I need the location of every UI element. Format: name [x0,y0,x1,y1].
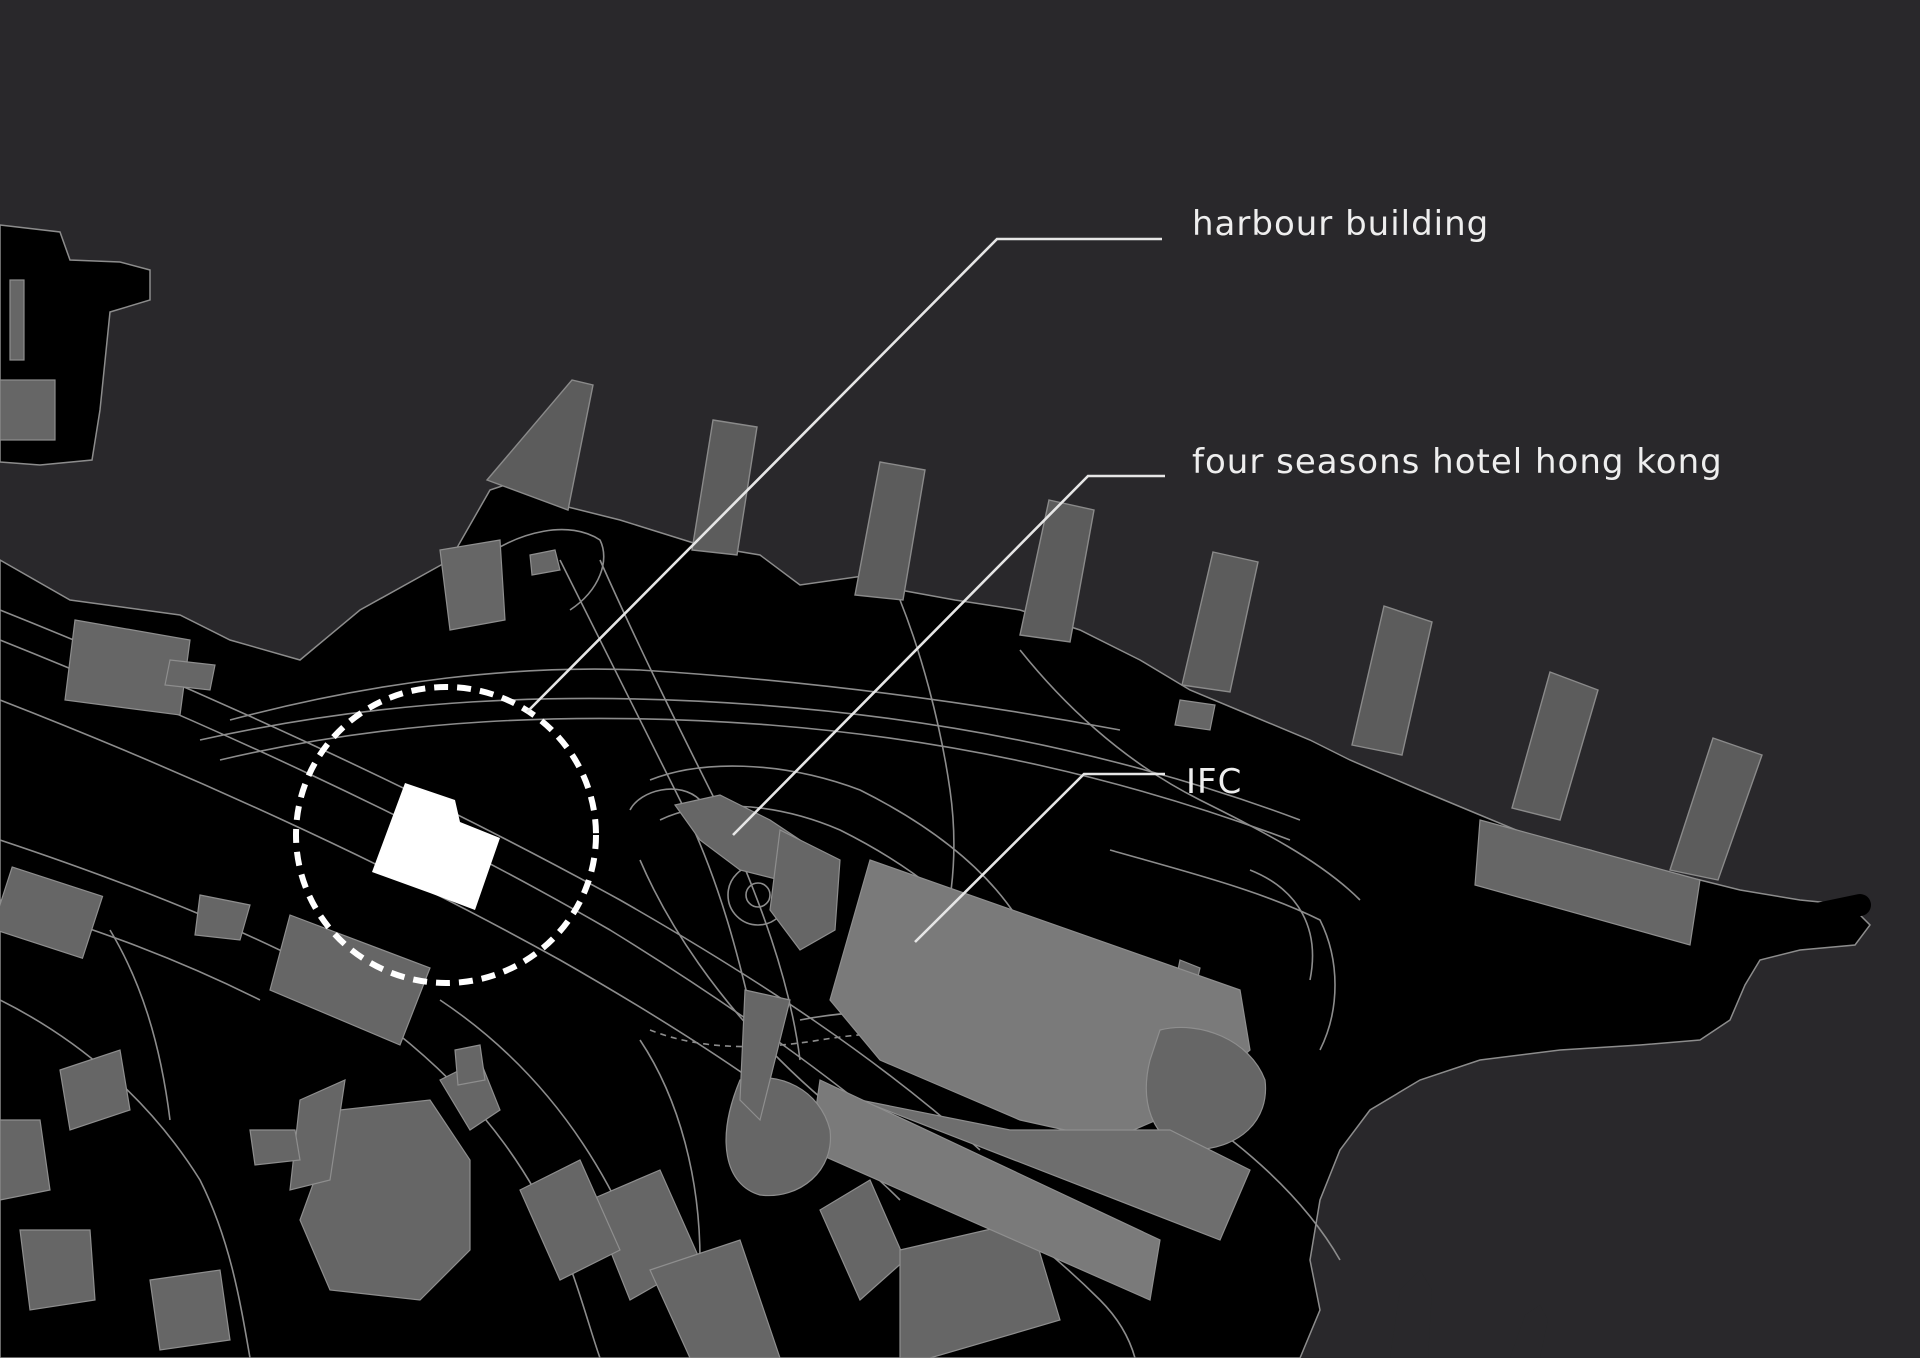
building [0,379,56,441]
pier [854,461,926,601]
pier [1511,671,1599,821]
pier [1669,737,1763,881]
water-inlet [1390,1270,1432,1358]
label-four-seasons: four seasons hotel hong kong [1192,442,1723,482]
leader-harbour-building [526,237,1162,713]
city-blocks [0,539,1701,1358]
pier [1351,605,1433,756]
ifc-complex [725,859,1267,1301]
harbour-building-highlight-circle [293,684,599,986]
pier [485,379,594,511]
pier [691,419,758,556]
water-inlet [1510,1305,1548,1358]
four-seasons-hotel [673,794,841,951]
pier [1181,551,1259,693]
pier [1019,499,1095,643]
label-harbour-building: harbour building [1192,204,1490,244]
harbour-building [372,783,500,910]
building [9,279,25,361]
breakwater [1729,894,1871,941]
label-ifc: IFC [1186,762,1243,802]
leader-ifc [914,772,1165,943]
leader-four-seasons [732,474,1165,836]
